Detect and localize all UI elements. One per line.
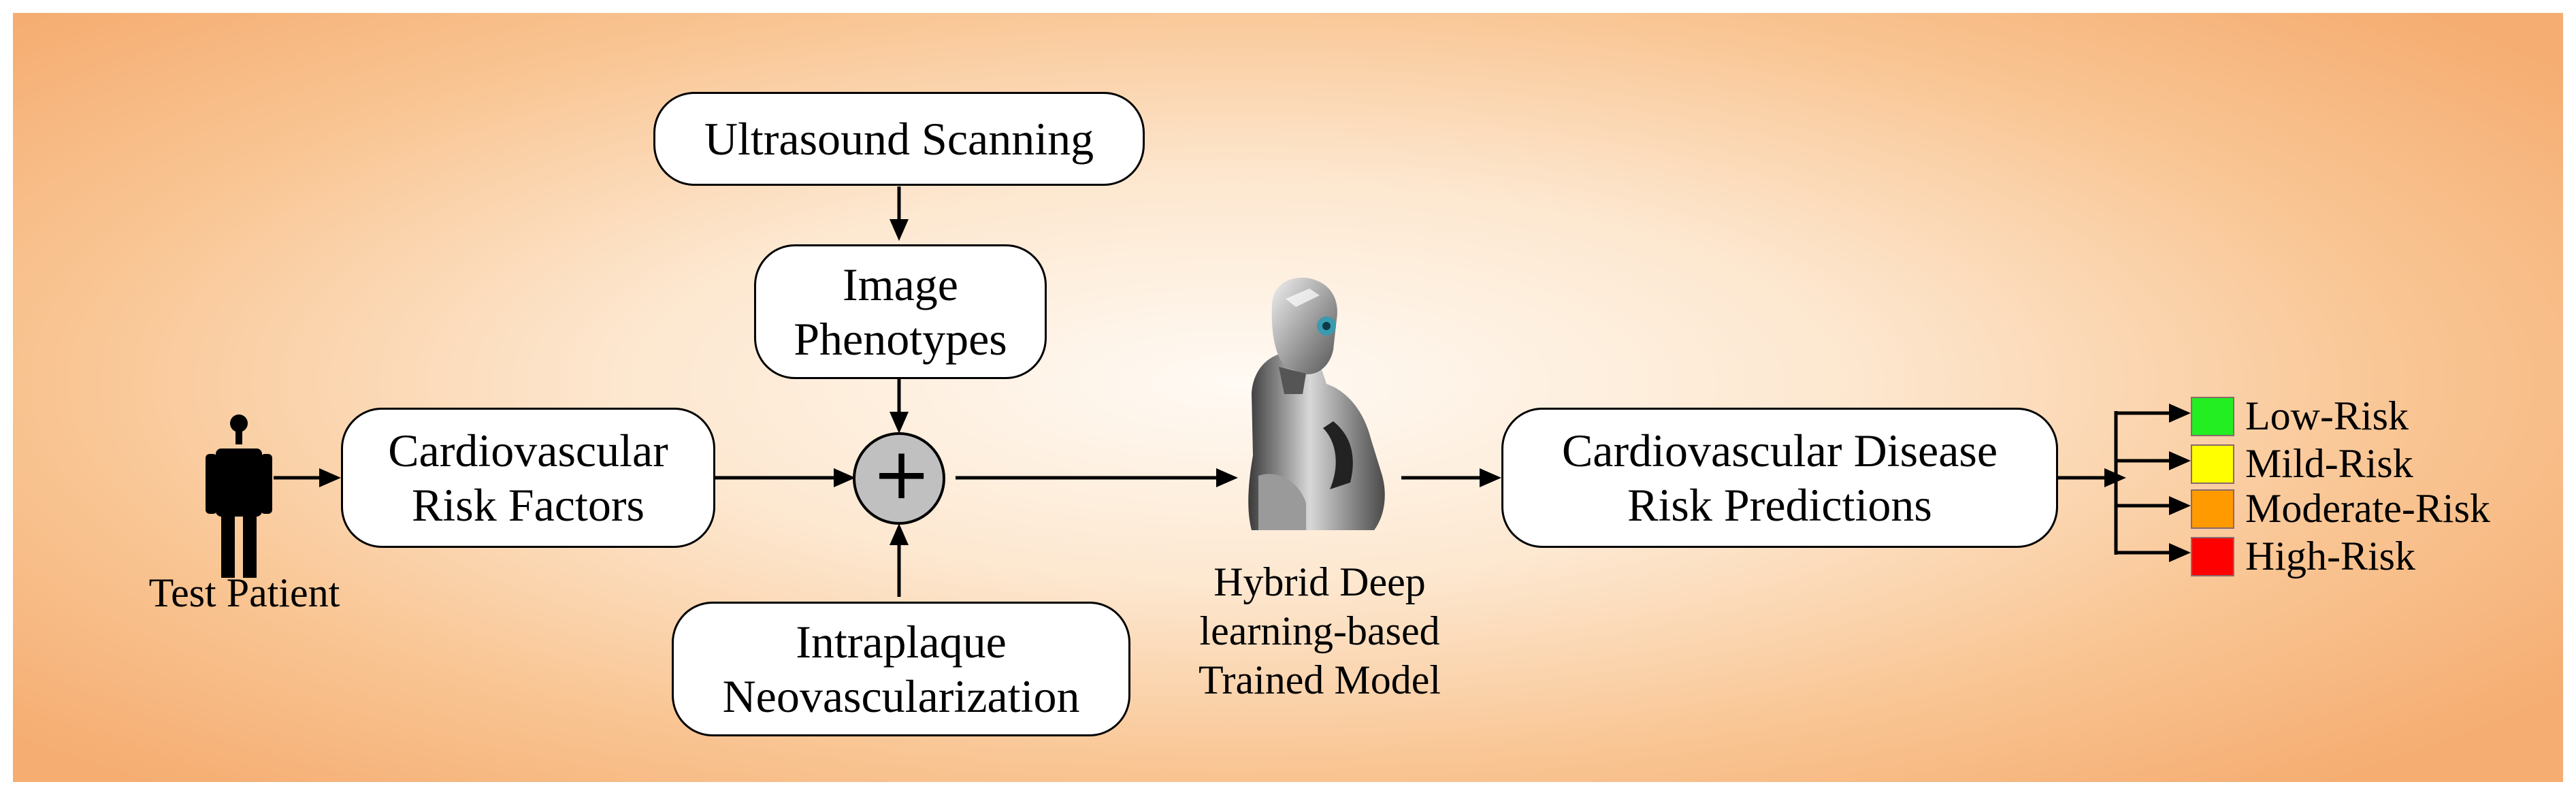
legend-item-mild-risk: Mild-Risk	[2191, 440, 2413, 487]
risk-factors-node: Cardiovascular Risk Factors	[341, 408, 715, 548]
model-label-line3: Trained Model	[1198, 657, 1441, 702]
moderate-risk-swatch	[2191, 489, 2234, 529]
cvd-risk-predictions-node: Cardiovascular Disease Risk Predictions	[1501, 408, 2058, 548]
test-patient-label: Test Patient	[148, 570, 340, 615]
model-label-line2: learning-based	[1199, 608, 1440, 653]
image-phenotypes-label-line1: Image	[843, 258, 958, 310]
ultrasound-scanning-node: Ultrasound Scanning	[653, 92, 1145, 186]
combine-symbol: +	[872, 432, 932, 515]
risk-factors-label-line1: Cardiovascular	[388, 424, 668, 476]
legend-item-moderate-risk: Moderate-Risk	[2191, 485, 2490, 532]
high-risk-swatch	[2191, 536, 2234, 576]
intraplaque-label-line1: Intraplaque	[796, 615, 1007, 668]
legend-item-high-risk: High-Risk	[2191, 533, 2415, 580]
image-phenotypes-node: Image Phenotypes	[754, 244, 1047, 379]
combine-node	[853, 432, 945, 525]
legend-item-low-risk: Low-Risk	[2191, 393, 2409, 440]
moderate-risk-label: Moderate-Risk	[2245, 486, 2490, 531]
diagram-canvas	[206, 186, 2191, 597]
ultrasound-scanning-label: Ultrasound Scanning	[704, 112, 1094, 165]
diagram-background: + Ultrasound Scanning Image Phenotypes C…	[13, 13, 2563, 782]
cvd-predictions-label-line1: Cardiovascular Disease	[1561, 424, 1998, 476]
cvd-predictions-label-line2: Risk Predictions	[1627, 479, 1932, 531]
high-risk-label: High-Risk	[2245, 534, 2416, 578]
person-icon	[206, 414, 272, 578]
intraplaque-label-line2: Neovascularization	[722, 670, 1080, 722]
image-phenotypes-label-line2: Phenotypes	[794, 313, 1007, 365]
model-label: Hybrid Deep learning-based Trained Model	[1163, 557, 1476, 704]
model-label-line1: Hybrid Deep	[1213, 559, 1426, 604]
low-risk-label: Low-Risk	[2245, 393, 2409, 438]
mild-risk-swatch	[2191, 444, 2234, 484]
arrowheads	[319, 219, 2191, 562]
intraplaque-neovascularization-node: Intraplaque Neovascularization	[672, 602, 1130, 736]
risk-factors-label-line2: Risk Factors	[412, 479, 645, 531]
mild-risk-label: Mild-Risk	[2245, 441, 2413, 486]
robot-icon	[1248, 278, 1385, 530]
low-risk-swatch	[2191, 396, 2234, 436]
